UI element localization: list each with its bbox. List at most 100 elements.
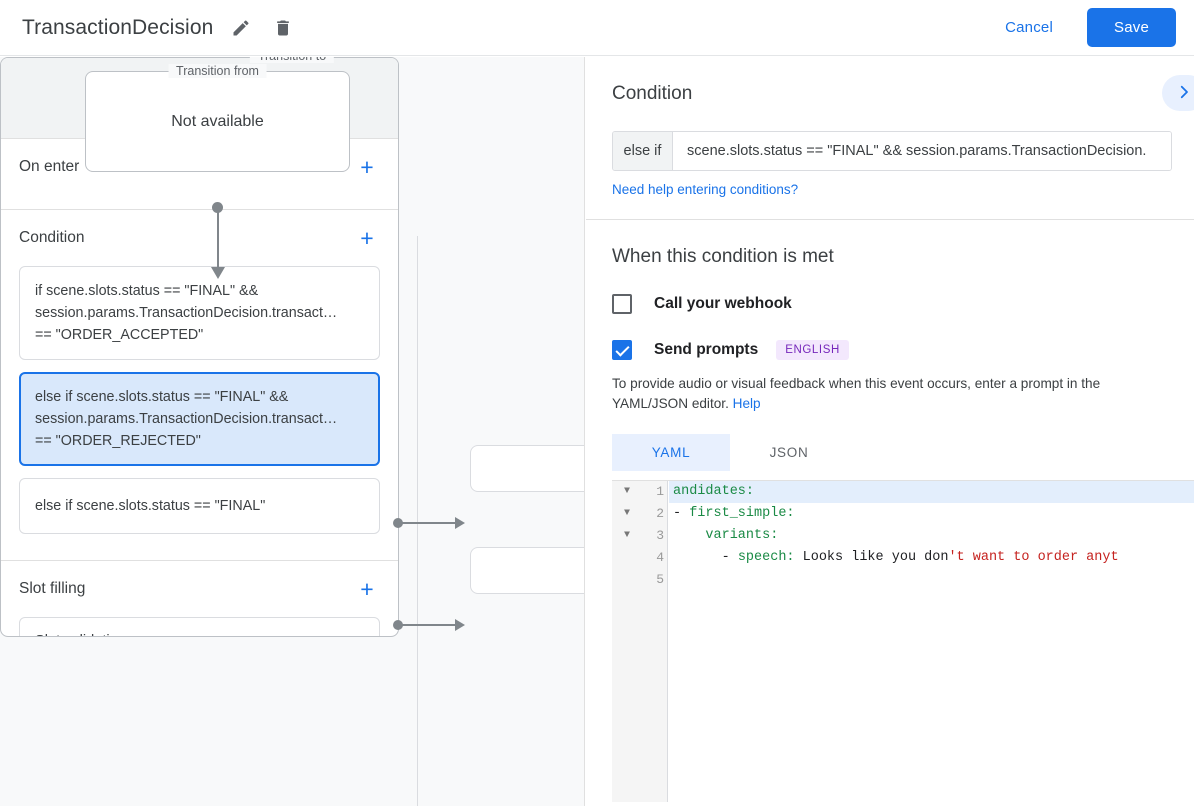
trash-icon — [273, 18, 293, 38]
condition-item-rejected[interactable]: else if scene.slots.status == "FINAL" &&… — [19, 372, 380, 466]
editor-fold-toggle[interactable]: ▼ — [623, 486, 630, 497]
condition-heading: Condition — [612, 83, 693, 104]
section-title-slot-filling: Slot filling — [19, 580, 86, 597]
transition-from-value: Not available — [171, 112, 264, 130]
condition-met-section: When this condition is met Call your web… — [586, 220, 1194, 802]
target-node-rejected[interactable] — [470, 547, 584, 594]
cancel-button[interactable]: Cancel — [991, 10, 1067, 45]
connector-arrowhead — [211, 267, 225, 279]
editor-line-number: 2 — [656, 506, 664, 521]
connector-line — [217, 207, 219, 273]
code-token: : — [786, 550, 803, 565]
edge-source-dot-accepted — [393, 518, 403, 528]
code-token: : — [786, 506, 795, 521]
edge-line-accepted — [400, 522, 460, 524]
code-token: variants — [705, 528, 771, 543]
section-title-condition: Condition — [19, 229, 85, 246]
send-prompts-row[interactable]: Send prompts ENGLISH — [612, 340, 1168, 360]
transition-from-legend: Transition from — [168, 64, 267, 78]
condition-item-final[interactable]: else if scene.slots.status == "FINAL" — [19, 478, 380, 534]
editor-fold-spacer — [612, 569, 642, 591]
prompts-description-text: To provide audio or visual feedback when… — [612, 376, 1101, 411]
editor-code-line[interactable]: - speech: Looks like you don't want to o… — [669, 547, 1194, 569]
webhook-row[interactable]: Call your webhook — [612, 294, 1168, 314]
condition-section: Condition else if Need help entering con… — [586, 57, 1194, 220]
section-slot-filling: Slot filling + Slot validation — [1, 561, 398, 636]
condition-met-heading: When this condition is met — [612, 246, 834, 267]
code-token: - — [673, 550, 738, 565]
editor-code-area[interactable]: andidates:- first_simple: variants: - sp… — [669, 481, 1194, 802]
code-token: - — [673, 506, 690, 521]
editor-code-line[interactable]: andidates: — [669, 481, 1194, 503]
section-title-on-enter: On enter — [19, 158, 80, 175]
condition-line: session.params.TransactionDecision.trans… — [35, 411, 338, 427]
condition-input[interactable] — [673, 132, 1171, 170]
editor-fold-column[interactable]: ▼ ▼ ▼ — [612, 481, 642, 802]
section-on-enter: On enter + — [1, 139, 398, 210]
editor-code-line[interactable]: variants: — [669, 525, 1194, 547]
tab-json[interactable]: JSON — [730, 434, 848, 471]
condition-line: else if scene.slots.status == "FINAL" && — [35, 389, 289, 405]
target-node-accepted[interactable] — [470, 445, 584, 492]
code-token — [673, 528, 705, 543]
add-slot-filling-button[interactable]: + — [354, 576, 380, 602]
code-token: : — [745, 484, 755, 499]
tab-yaml[interactable]: YAML — [612, 434, 730, 471]
send-prompts-checkbox[interactable] — [612, 340, 632, 360]
code-token: Looks like you don — [802, 550, 949, 565]
page-title: TransactionDecision — [22, 15, 214, 39]
top-app-bar: TransactionDecision Cancel Save — [0, 0, 1194, 56]
editor-code-line[interactable] — [669, 569, 1194, 591]
canvas-rail-divider — [417, 236, 418, 806]
editor-line-number: 4 — [656, 550, 664, 565]
condition-input-row: else if — [612, 131, 1172, 171]
section-condition: Condition + if scene.slots.status == "FI… — [1, 210, 398, 561]
code-token: speech — [737, 550, 787, 565]
edge-arrow-rejected — [455, 619, 465, 631]
call-webhook-label: Call your webhook — [654, 295, 792, 312]
code-token: first_simple — [689, 506, 787, 521]
section-header: Slot filling + — [19, 561, 380, 617]
edge-arrow-accepted — [455, 517, 465, 529]
call-webhook-checkbox[interactable] — [612, 294, 632, 314]
chevron-right-icon — [1175, 83, 1193, 104]
add-on-enter-button[interactable]: + — [354, 154, 380, 180]
language-badge: ENGLISH — [776, 340, 849, 360]
section-header: Condition + — [19, 210, 380, 266]
delete-button[interactable] — [269, 14, 297, 42]
condition-line: session.params.TransactionDecision.trans… — [35, 305, 338, 321]
details-panel: Condition else if Need help entering con… — [586, 57, 1194, 806]
edge-line-rejected — [400, 624, 460, 626]
prompts-help-link[interactable]: Help — [732, 396, 761, 411]
condition-line: == "ORDER_REJECTED" — [35, 433, 201, 449]
condition-prefix-label: else if — [613, 132, 673, 170]
editor-code-line[interactable]: - first_simple: — [669, 503, 1194, 525]
condition-line: if scene.slots.status == "FINAL" && — [35, 283, 259, 299]
section-header: On enter + — [19, 139, 380, 195]
edit-name-button[interactable] — [227, 14, 255, 42]
condition-line: == "ORDER_ACCEPTED" — [35, 327, 204, 343]
edge-source-dot-rejected — [393, 620, 403, 630]
editor-fold-toggle[interactable]: ▼ — [623, 508, 630, 519]
code-token: 't want to order anyt — [948, 550, 1119, 565]
flow-canvas-panel[interactable]: Transition from Not available Transition… — [0, 57, 585, 806]
prompts-description: To provide audio or visual feedback when… — [612, 374, 1168, 414]
slot-validation-item[interactable]: Slot validation — [19, 617, 380, 636]
transition-from-card[interactable]: Transition from Not available — [85, 64, 350, 172]
add-condition-button[interactable]: + — [354, 225, 380, 251]
topbar-actions: Cancel Save — [991, 8, 1194, 47]
condition-item-accepted[interactable]: if scene.slots.status == "FINAL" && sess… — [19, 266, 380, 360]
flow-canvas: Transition from Not available Transition… — [0, 57, 584, 806]
code-token: andidates — [673, 484, 746, 499]
condition-help-link[interactable]: Need help entering conditions? — [612, 182, 799, 197]
editor-fold-toggle[interactable]: ▼ — [623, 530, 630, 541]
save-button[interactable]: Save — [1087, 8, 1176, 47]
editor-format-tabs: YAML JSON — [612, 434, 1168, 471]
editor-fold-spacer — [612, 547, 642, 569]
collapse-panel-button[interactable] — [1162, 75, 1194, 111]
editor-line-number: 3 — [656, 528, 664, 543]
pencil-icon — [231, 18, 251, 38]
send-prompts-label: Send prompts — [654, 341, 759, 358]
